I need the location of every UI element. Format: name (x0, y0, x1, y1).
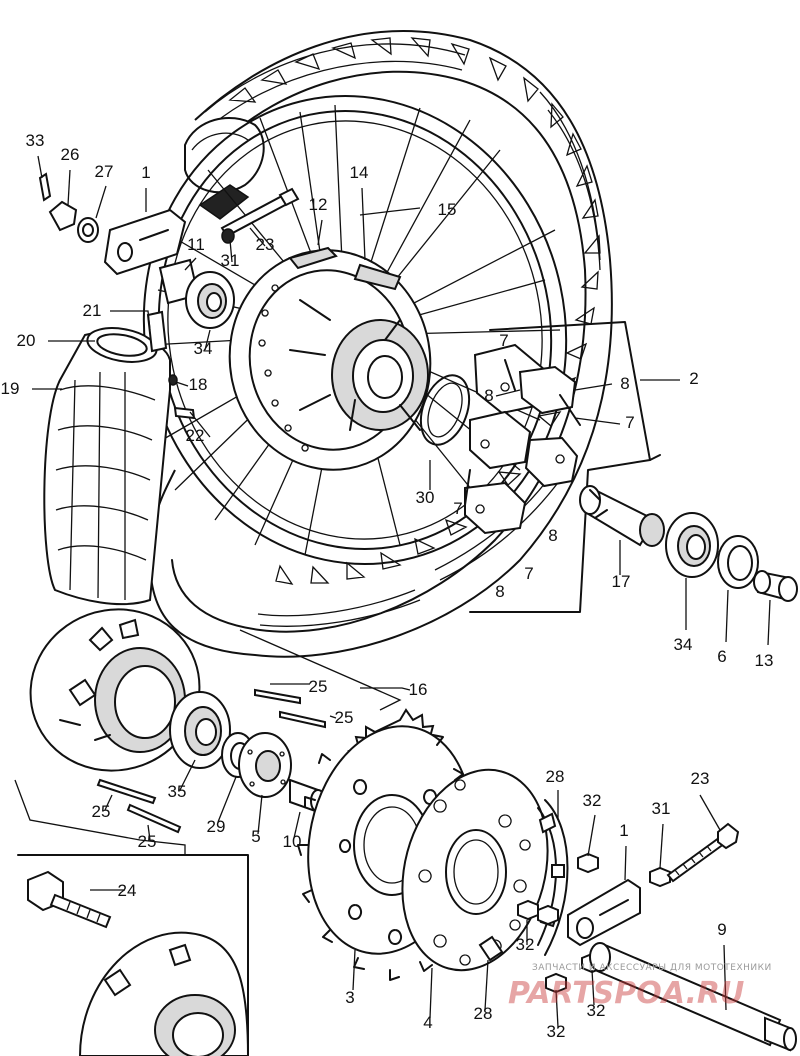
callout-c15: 15 (438, 200, 457, 219)
sprocket-plate (401, 768, 549, 972)
callout-c23a: 23 (256, 235, 275, 254)
callout-c18: 18 (189, 375, 208, 394)
callout-c25a: 25 (309, 677, 328, 696)
bearing-flange (169, 691, 231, 769)
nuts (517, 852, 671, 994)
callout-c24: 24 (118, 881, 137, 900)
callout-c8c: 8 (548, 526, 557, 545)
callout-c8d: 8 (495, 582, 504, 601)
callout-c5: 5 (251, 827, 260, 846)
callout-c25c: 25 (92, 802, 111, 821)
callout-c28a: 28 (546, 767, 565, 786)
callout-c7a: 7 (499, 331, 508, 350)
callout-c35: 35 (168, 782, 187, 801)
chain-adjuster-left (38, 172, 187, 276)
callout-c19: 19 (1, 379, 20, 398)
callout-c10: 10 (283, 832, 302, 851)
studs (96, 688, 326, 834)
callout-c34a: 34 (194, 339, 213, 358)
callout-c4: 4 (423, 1013, 432, 1032)
callout-c32b: 32 (516, 935, 535, 954)
chain-adjuster-right (567, 878, 641, 947)
callout-c25d: 25 (138, 832, 157, 851)
damper-plate (238, 732, 292, 798)
callout-c2: 2 (689, 369, 698, 388)
bearing-left (158, 258, 235, 329)
callout-c20: 20 (17, 331, 36, 350)
callout-c29: 29 (207, 817, 226, 836)
callout-c27: 27 (95, 162, 114, 181)
rear-axle (589, 942, 797, 1052)
callout-c22: 22 (186, 426, 205, 445)
inset-detail (17, 854, 250, 1056)
wheel-hub (228, 246, 432, 471)
callout-c6: 6 (717, 647, 726, 666)
final-driven-flange (29, 608, 201, 772)
callout-c14: 14 (350, 163, 369, 182)
callout-c28b: 28 (474, 1004, 493, 1023)
callout-c8b: 8 (484, 386, 493, 405)
distance-collar (753, 570, 798, 602)
callout-c32c: 32 (587, 1001, 606, 1020)
callout-c7d: 7 (524, 564, 533, 583)
callout-c9: 9 (717, 920, 726, 939)
callout-c7b: 7 (625, 413, 634, 432)
callout-c1a: 1 (141, 163, 150, 182)
callout-c25b: 25 (335, 708, 354, 727)
callout-c16: 16 (409, 680, 428, 699)
callout-c23b: 23 (691, 769, 710, 788)
lock-washer-lower (478, 935, 504, 962)
watermark-logo: PARTSPOA.RU (508, 976, 744, 1011)
axle-bolt-upper (220, 187, 300, 244)
axle-sleeve (579, 485, 665, 547)
watermark: ЗАПЧАСТИ И АКСЕССУАРЫ ДЛЯ МОТОТЕХНИКИ PA… (508, 963, 772, 1011)
watermark-caption: ЗАПЧАСТИ И АКСЕССУАРЫ ДЛЯ МОТОТЕХНИКИ (532, 963, 772, 973)
tube-and-flap (43, 310, 196, 606)
callout-c26: 26 (61, 145, 80, 164)
callout-c32d: 32 (547, 1022, 566, 1041)
callout-c17: 17 (612, 572, 631, 591)
callout-c21: 21 (83, 301, 102, 320)
callout-c34b: 34 (674, 635, 693, 654)
leader-lines (14, 155, 771, 1028)
callout-c31b: 31 (652, 799, 671, 818)
callout-c8a: 8 (620, 374, 629, 393)
callout-c12: 12 (309, 195, 328, 214)
callout-c30: 30 (416, 488, 435, 507)
callout-c33: 33 (26, 131, 45, 150)
callout-c32a: 32 (583, 791, 602, 810)
bearing (665, 512, 719, 578)
callout-c3: 3 (345, 988, 354, 1007)
callout-c1b: 1 (619, 821, 628, 840)
callout-c31a: 31 (221, 251, 240, 270)
callout-c13: 13 (755, 651, 774, 670)
oil-seal (717, 535, 759, 589)
callout-c11: 11 (187, 235, 205, 254)
callout-c7c: 7 (453, 499, 462, 518)
adjuster-bolt (666, 822, 740, 883)
brake-shoe-assembly (419, 321, 661, 613)
